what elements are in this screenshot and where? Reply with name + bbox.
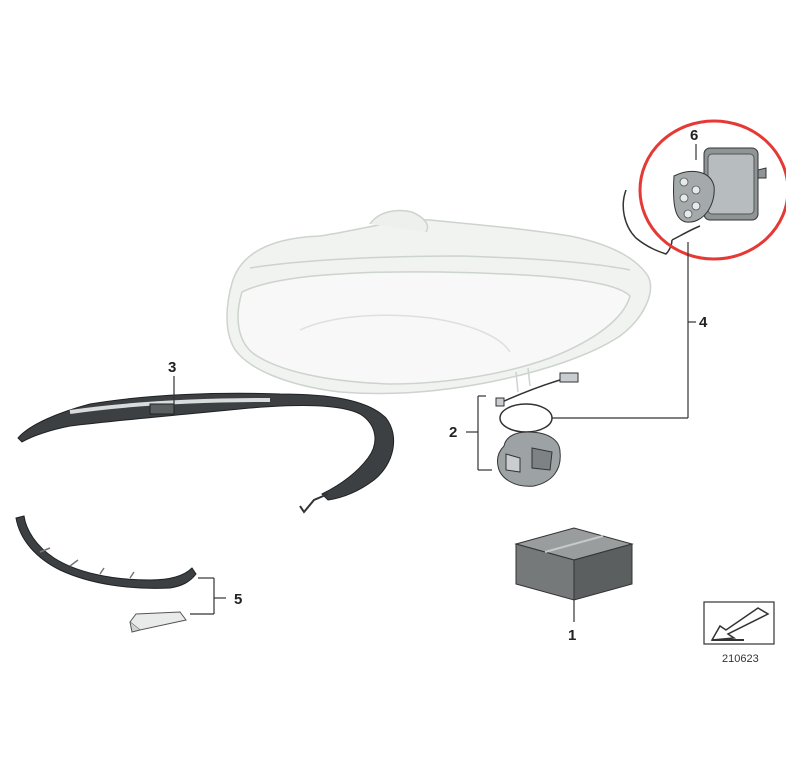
cable-part [495,372,579,407]
lower-seal-part [15,515,197,589]
highlight-circle [638,119,786,261]
callout-2: 2 [449,424,457,441]
upper-seal-part [17,392,395,514]
callout-1: 1 [568,627,576,644]
arrow-direction-icon [710,607,770,641]
box-part [514,527,634,601]
orientation-symbol: 210623 [703,601,775,665]
control-unit-part [497,403,561,487]
bracket-part [129,611,187,633]
callout-6: 6 [690,127,698,144]
callout-3: 3 [168,359,176,376]
reference-number: 210623 [722,653,759,665]
headlamp-assembly [226,209,652,395]
leader-lines [173,144,697,622]
callout-4: 4 [699,314,708,331]
callout-5: 5 [234,591,242,608]
